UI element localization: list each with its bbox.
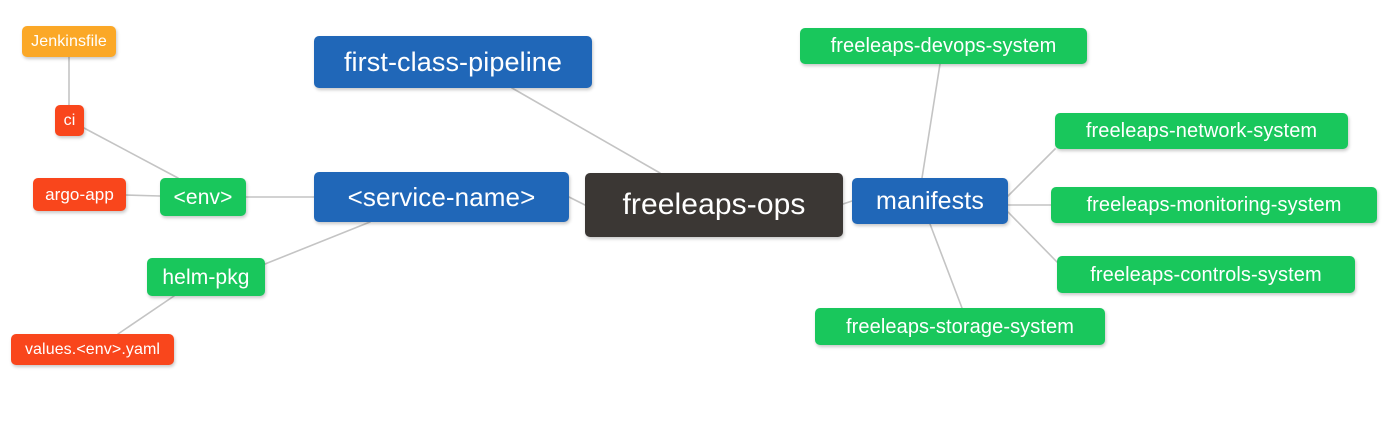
node-values-env-yaml[interactable]: values.<env>.yaml (11, 334, 174, 365)
node-label: freeleaps-devops-system (830, 35, 1057, 57)
node-freeleaps-storage-system[interactable]: freeleaps-storage-system (815, 308, 1105, 345)
node-ci[interactable]: ci (55, 105, 84, 136)
node-label: freeleaps-network-system (1085, 120, 1318, 142)
node-label: <service-name> (347, 182, 536, 212)
node-freeleaps-controls-system[interactable]: freeleaps-controls-system (1057, 256, 1355, 293)
node-label: helm-pkg (162, 265, 250, 289)
edge-freeleaps-ops-to-first-class-pipeline (511, 87, 661, 174)
node-label: freeleaps-monitoring-system (1086, 194, 1342, 216)
edge-env-to-argo-app (125, 194, 161, 197)
node-label: argo-app (45, 185, 114, 204)
node-jenkinsfile[interactable]: Jenkinsfile (22, 26, 116, 57)
node-manifests[interactable]: manifests (852, 178, 1008, 224)
edge-manifests-to-freeleaps-devops-system (921, 63, 941, 179)
node-label: first-class-pipeline (343, 46, 563, 77)
node-label: ci (63, 111, 76, 129)
edge-manifests-to-freeleaps-network-system (1007, 148, 1056, 197)
node-label: Jenkinsfile (31, 32, 107, 50)
node-service-name[interactable]: <service-name> (314, 172, 569, 222)
node-freeleaps-ops[interactable]: freeleaps-ops (585, 173, 843, 237)
edge-service-name-to-helm-pkg (264, 221, 371, 265)
node-freeleaps-network-system[interactable]: freeleaps-network-system (1055, 113, 1348, 149)
edge-freeleaps-ops-to-service-name (568, 196, 586, 206)
node-label: freeleaps-controls-system (1090, 263, 1322, 286)
edge-env-to-ci (83, 127, 179, 179)
node-label: freeleaps-storage-system (845, 315, 1075, 338)
edge-manifests-to-freeleaps-controls-system (1007, 211, 1058, 263)
edge-helm-pkg-to-values-env-yaml (117, 295, 175, 335)
edge-freeleaps-ops-to-manifests (842, 200, 853, 205)
node-label: <env> (173, 185, 233, 209)
node-freeleaps-devops-system[interactable]: freeleaps-devops-system (800, 28, 1087, 64)
node-helm-pkg[interactable]: helm-pkg (147, 258, 265, 296)
node-label: manifests (876, 186, 984, 215)
node-freeleaps-monitoring-system[interactable]: freeleaps-monitoring-system (1051, 187, 1377, 223)
node-first-class-pipeline[interactable]: first-class-pipeline (314, 36, 592, 88)
node-label: values.<env>.yaml (24, 340, 161, 358)
node-label: freeleaps-ops (622, 188, 806, 221)
edge-manifests-to-freeleaps-storage-system (929, 223, 963, 309)
node-argo-app[interactable]: argo-app (33, 178, 126, 211)
node-env[interactable]: <env> (160, 178, 246, 216)
